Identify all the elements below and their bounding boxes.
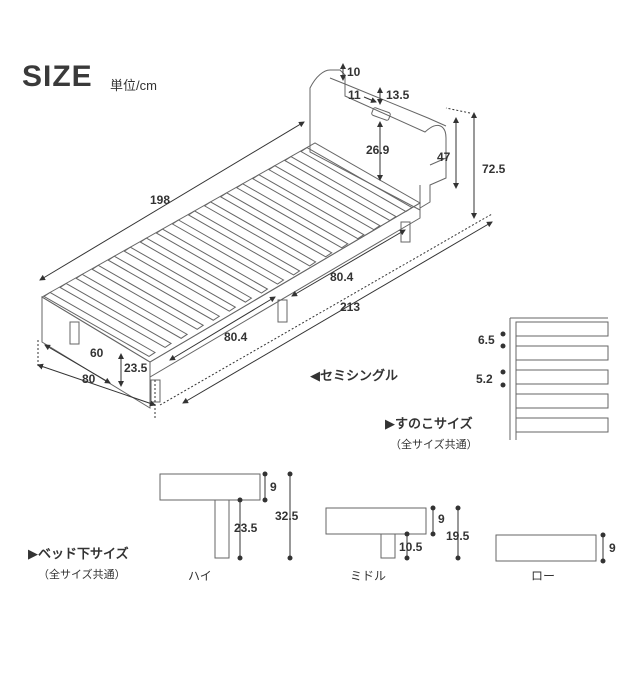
high-leg-label: 23.5 bbox=[234, 521, 258, 535]
unit-label: 単位/cm bbox=[110, 78, 157, 93]
slat-gap-label: 5.2 bbox=[476, 372, 493, 386]
top-13-5-label: 13.5 bbox=[386, 88, 410, 102]
middle-total-label: 19.5 bbox=[446, 529, 470, 543]
page-title: SIZE bbox=[22, 60, 93, 93]
total-length-label: 213 bbox=[340, 300, 361, 314]
semi-single-label: ◀セミシングル bbox=[310, 368, 398, 383]
high-caption: ハイ bbox=[188, 569, 212, 583]
top-11-label: 11 bbox=[348, 88, 361, 102]
width-outer-label: 80 bbox=[82, 372, 96, 386]
slat-length-back-label: 80.4 bbox=[330, 270, 354, 284]
middle-caption: ミドル bbox=[350, 569, 387, 583]
slat-height-label: 6.5 bbox=[478, 333, 495, 347]
dimension-lines bbox=[37, 63, 493, 420]
low-profile bbox=[495, 534, 597, 562]
low-frame-label: 9 bbox=[609, 541, 616, 555]
length-label: 198 bbox=[150, 193, 171, 207]
low-caption: ロー bbox=[531, 569, 556, 583]
under-dim-dots bbox=[237, 471, 606, 564]
headboard-body-label: 47 bbox=[437, 150, 451, 164]
headboard-height-label: 72.5 bbox=[482, 162, 506, 176]
outlet-height-label: 26.9 bbox=[366, 143, 390, 157]
sunoko-detail bbox=[509, 317, 609, 440]
high-frame-label: 9 bbox=[270, 480, 277, 494]
under-bed-title: ▶ベッド下サイズ bbox=[28, 546, 129, 561]
high-total-label: 32.5 bbox=[275, 509, 299, 523]
middle-frame-label: 9 bbox=[438, 512, 445, 526]
leg-height-label: 23.5 bbox=[124, 361, 148, 375]
width-inner-label: 60 bbox=[90, 346, 104, 360]
middle-profile bbox=[325, 507, 427, 559]
under-bed-subtitle: （全サイズ共通） bbox=[38, 569, 126, 581]
under-dim-lines bbox=[239, 474, 604, 561]
sunoko-subtitle: （全サイズ共通） bbox=[390, 439, 478, 451]
high-profile bbox=[159, 473, 261, 559]
middle-leg-label: 10.5 bbox=[399, 540, 423, 554]
top-10-label: 10 bbox=[347, 65, 361, 79]
sunoko-markers bbox=[500, 331, 506, 388]
slat-length-front-label: 80.4 bbox=[224, 330, 248, 344]
sunoko-title: ▶すのこサイズ bbox=[385, 416, 473, 431]
